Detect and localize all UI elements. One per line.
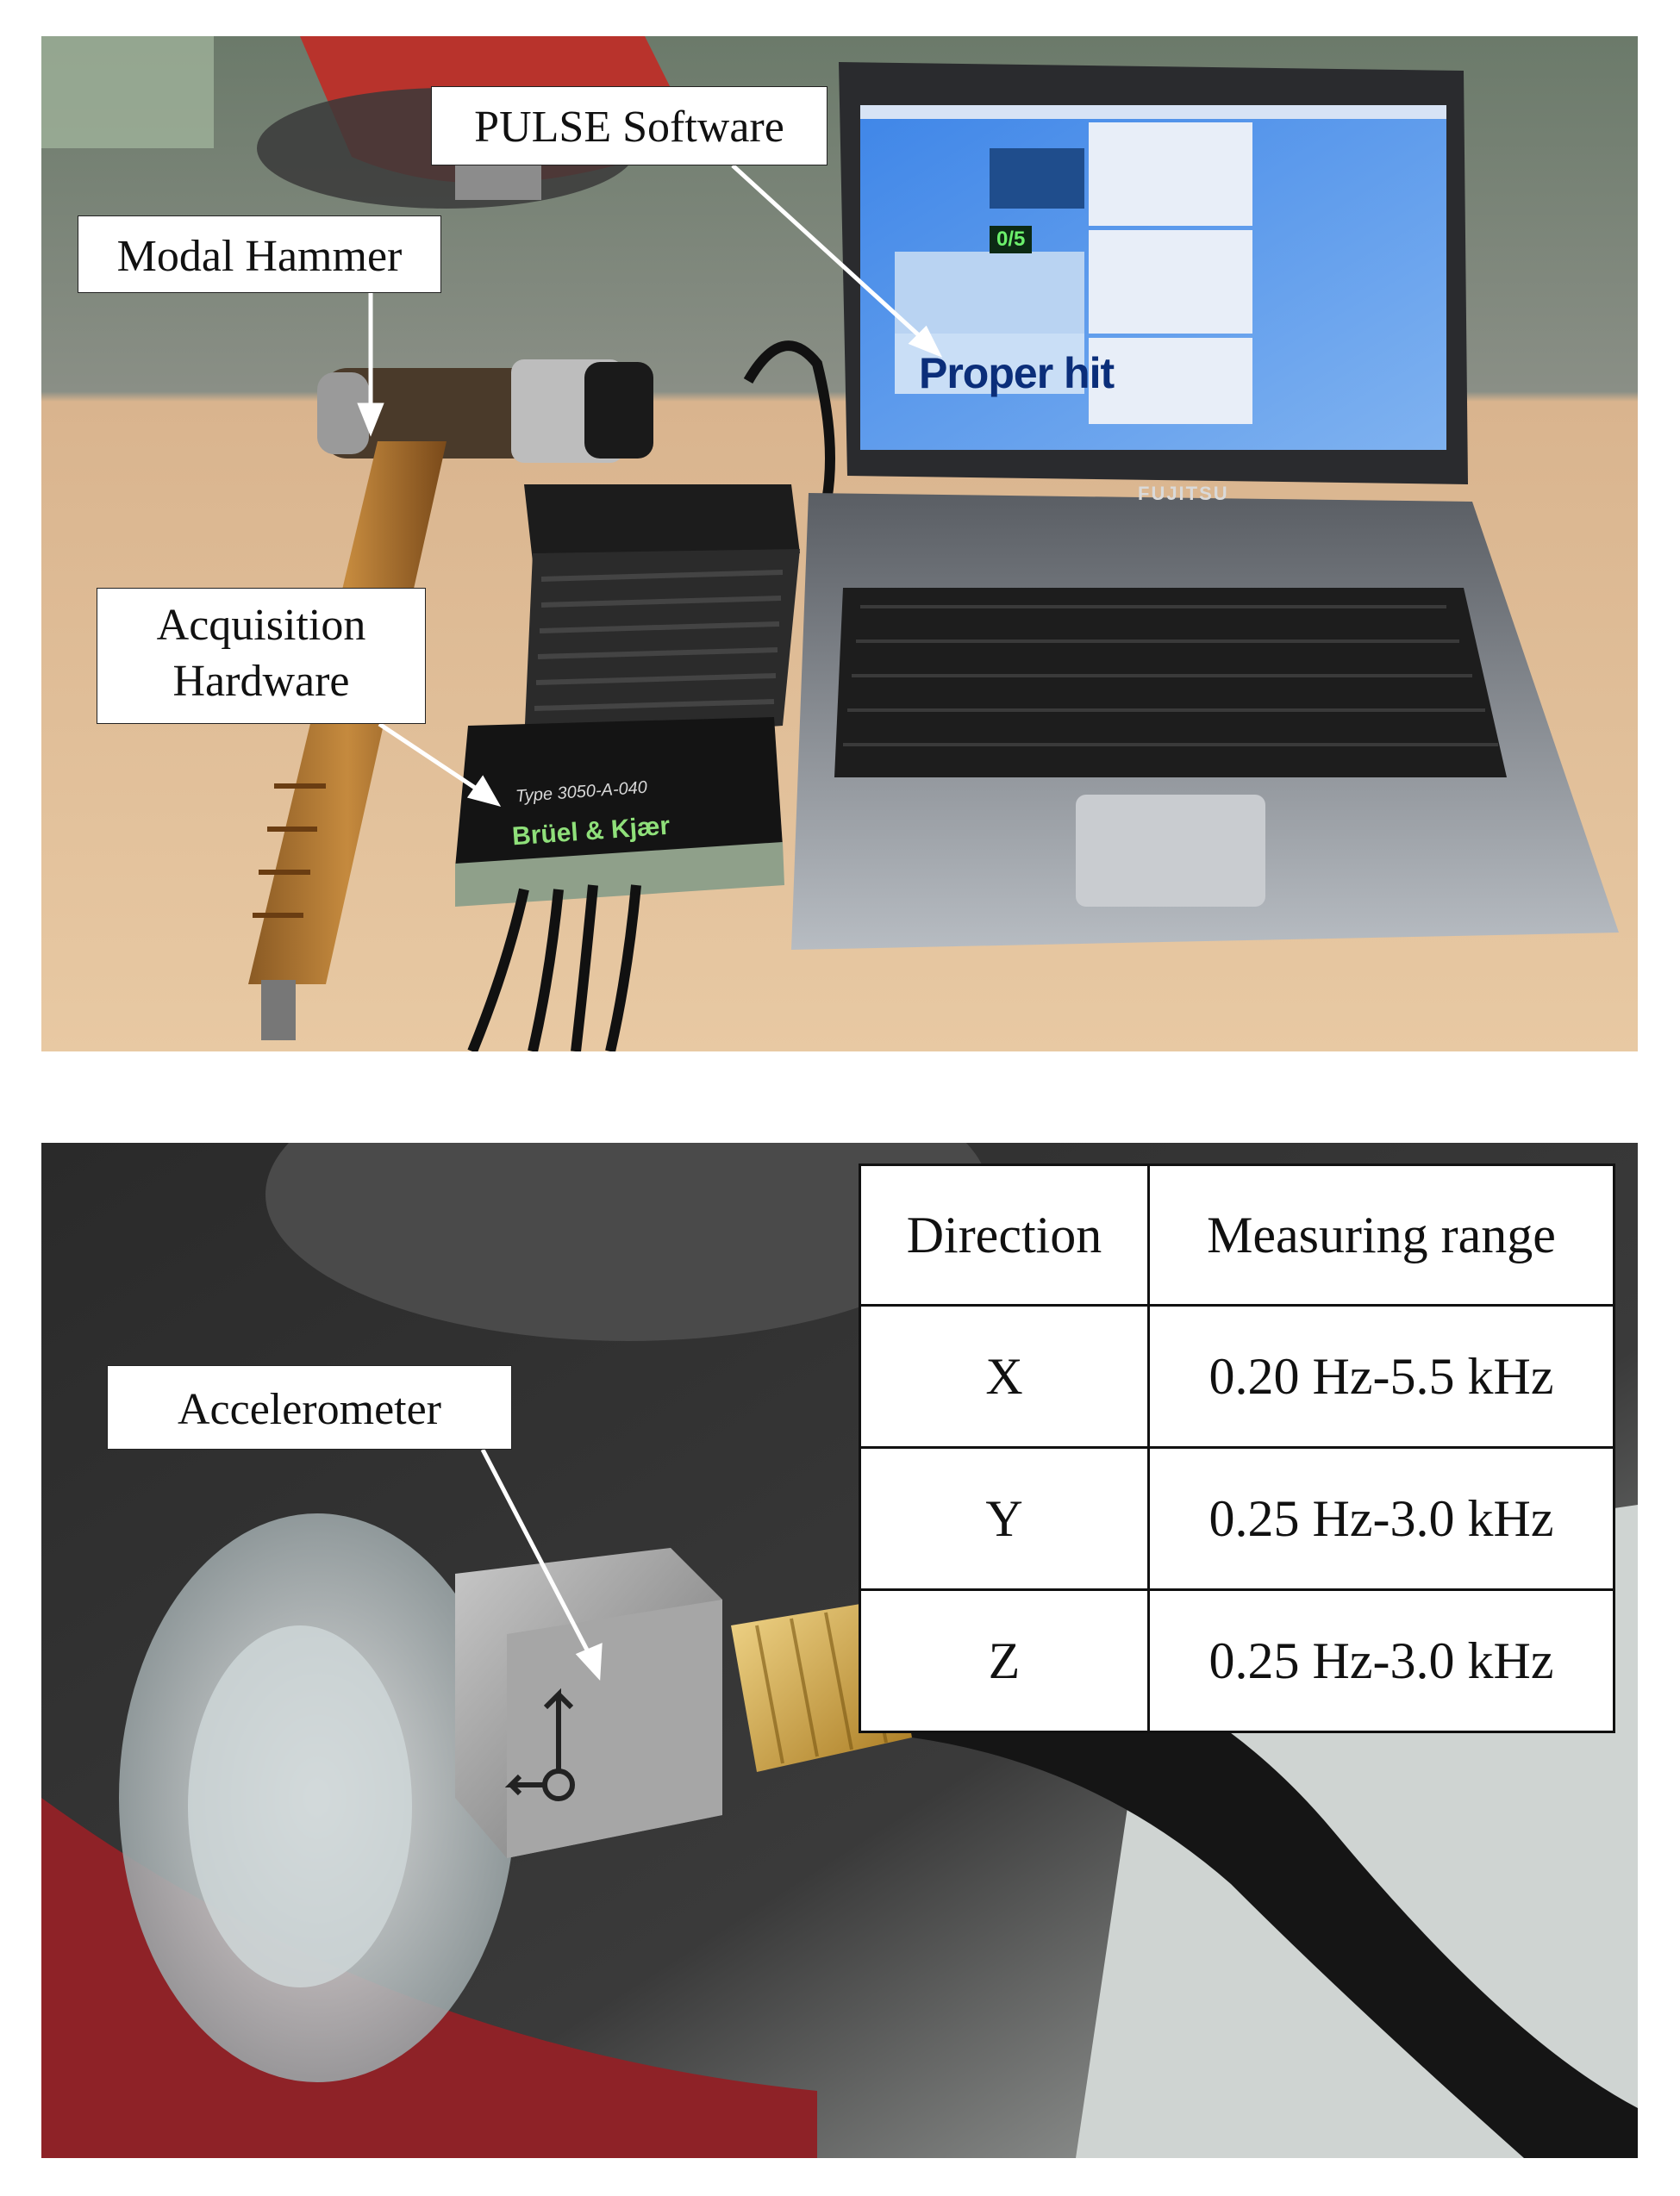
modal-hammer-label: Modal Hammer <box>78 215 441 293</box>
setup-photo <box>41 36 1638 1051</box>
range-cell: 0.25 Hz-3.0 kHz <box>1147 1446 1615 1591</box>
laptop-brand-logo: FUJITSU <box>1138 483 1229 504</box>
acquisition-label-line2: Hardware <box>172 657 350 706</box>
direction-cell: Z <box>859 1588 1150 1733</box>
acquisition-hardware-label: Acquisition Hardware <box>97 588 426 724</box>
acquisition-box <box>455 717 783 868</box>
pulse-software-label: PULSE Software <box>431 86 828 165</box>
screen-hit-counter: 0/5 <box>990 226 1033 253</box>
touchpad <box>1076 795 1265 907</box>
table-row: Z 0.25 Hz-3.0 kHz <box>859 1588 1615 1733</box>
acquisition-label-line1: Acquisition <box>156 601 366 650</box>
range-cell: 0.20 Hz-5.5 kHz <box>1147 1304 1615 1449</box>
measuring-range-table: Direction Measuring range X 0.20 Hz-5.5 … <box>859 1164 1615 1733</box>
range-cell: 0.25 Hz-3.0 kHz <box>1147 1588 1615 1733</box>
header-measuring-range: Measuring range <box>1147 1164 1615 1307</box>
table-row: X 0.20 Hz-5.5 kHz <box>859 1304 1615 1449</box>
sensor-cable <box>895 1625 1638 2158</box>
table-row: Y 0.25 Hz-3.0 kHz <box>859 1446 1615 1591</box>
header-direction: Direction <box>859 1164 1150 1307</box>
table-header-row: Direction Measuring range <box>859 1164 1615 1307</box>
setup-photo-drawing <box>41 36 1638 1051</box>
keyboard <box>834 588 1507 777</box>
red-flange <box>41 1798 817 2158</box>
direction-cell: X <box>859 1304 1150 1449</box>
accelerometer-label: Accelerometer <box>107 1365 512 1450</box>
direction-cell: Y <box>859 1446 1150 1591</box>
screen-proper-hit-text: Proper hit <box>919 349 1115 397</box>
